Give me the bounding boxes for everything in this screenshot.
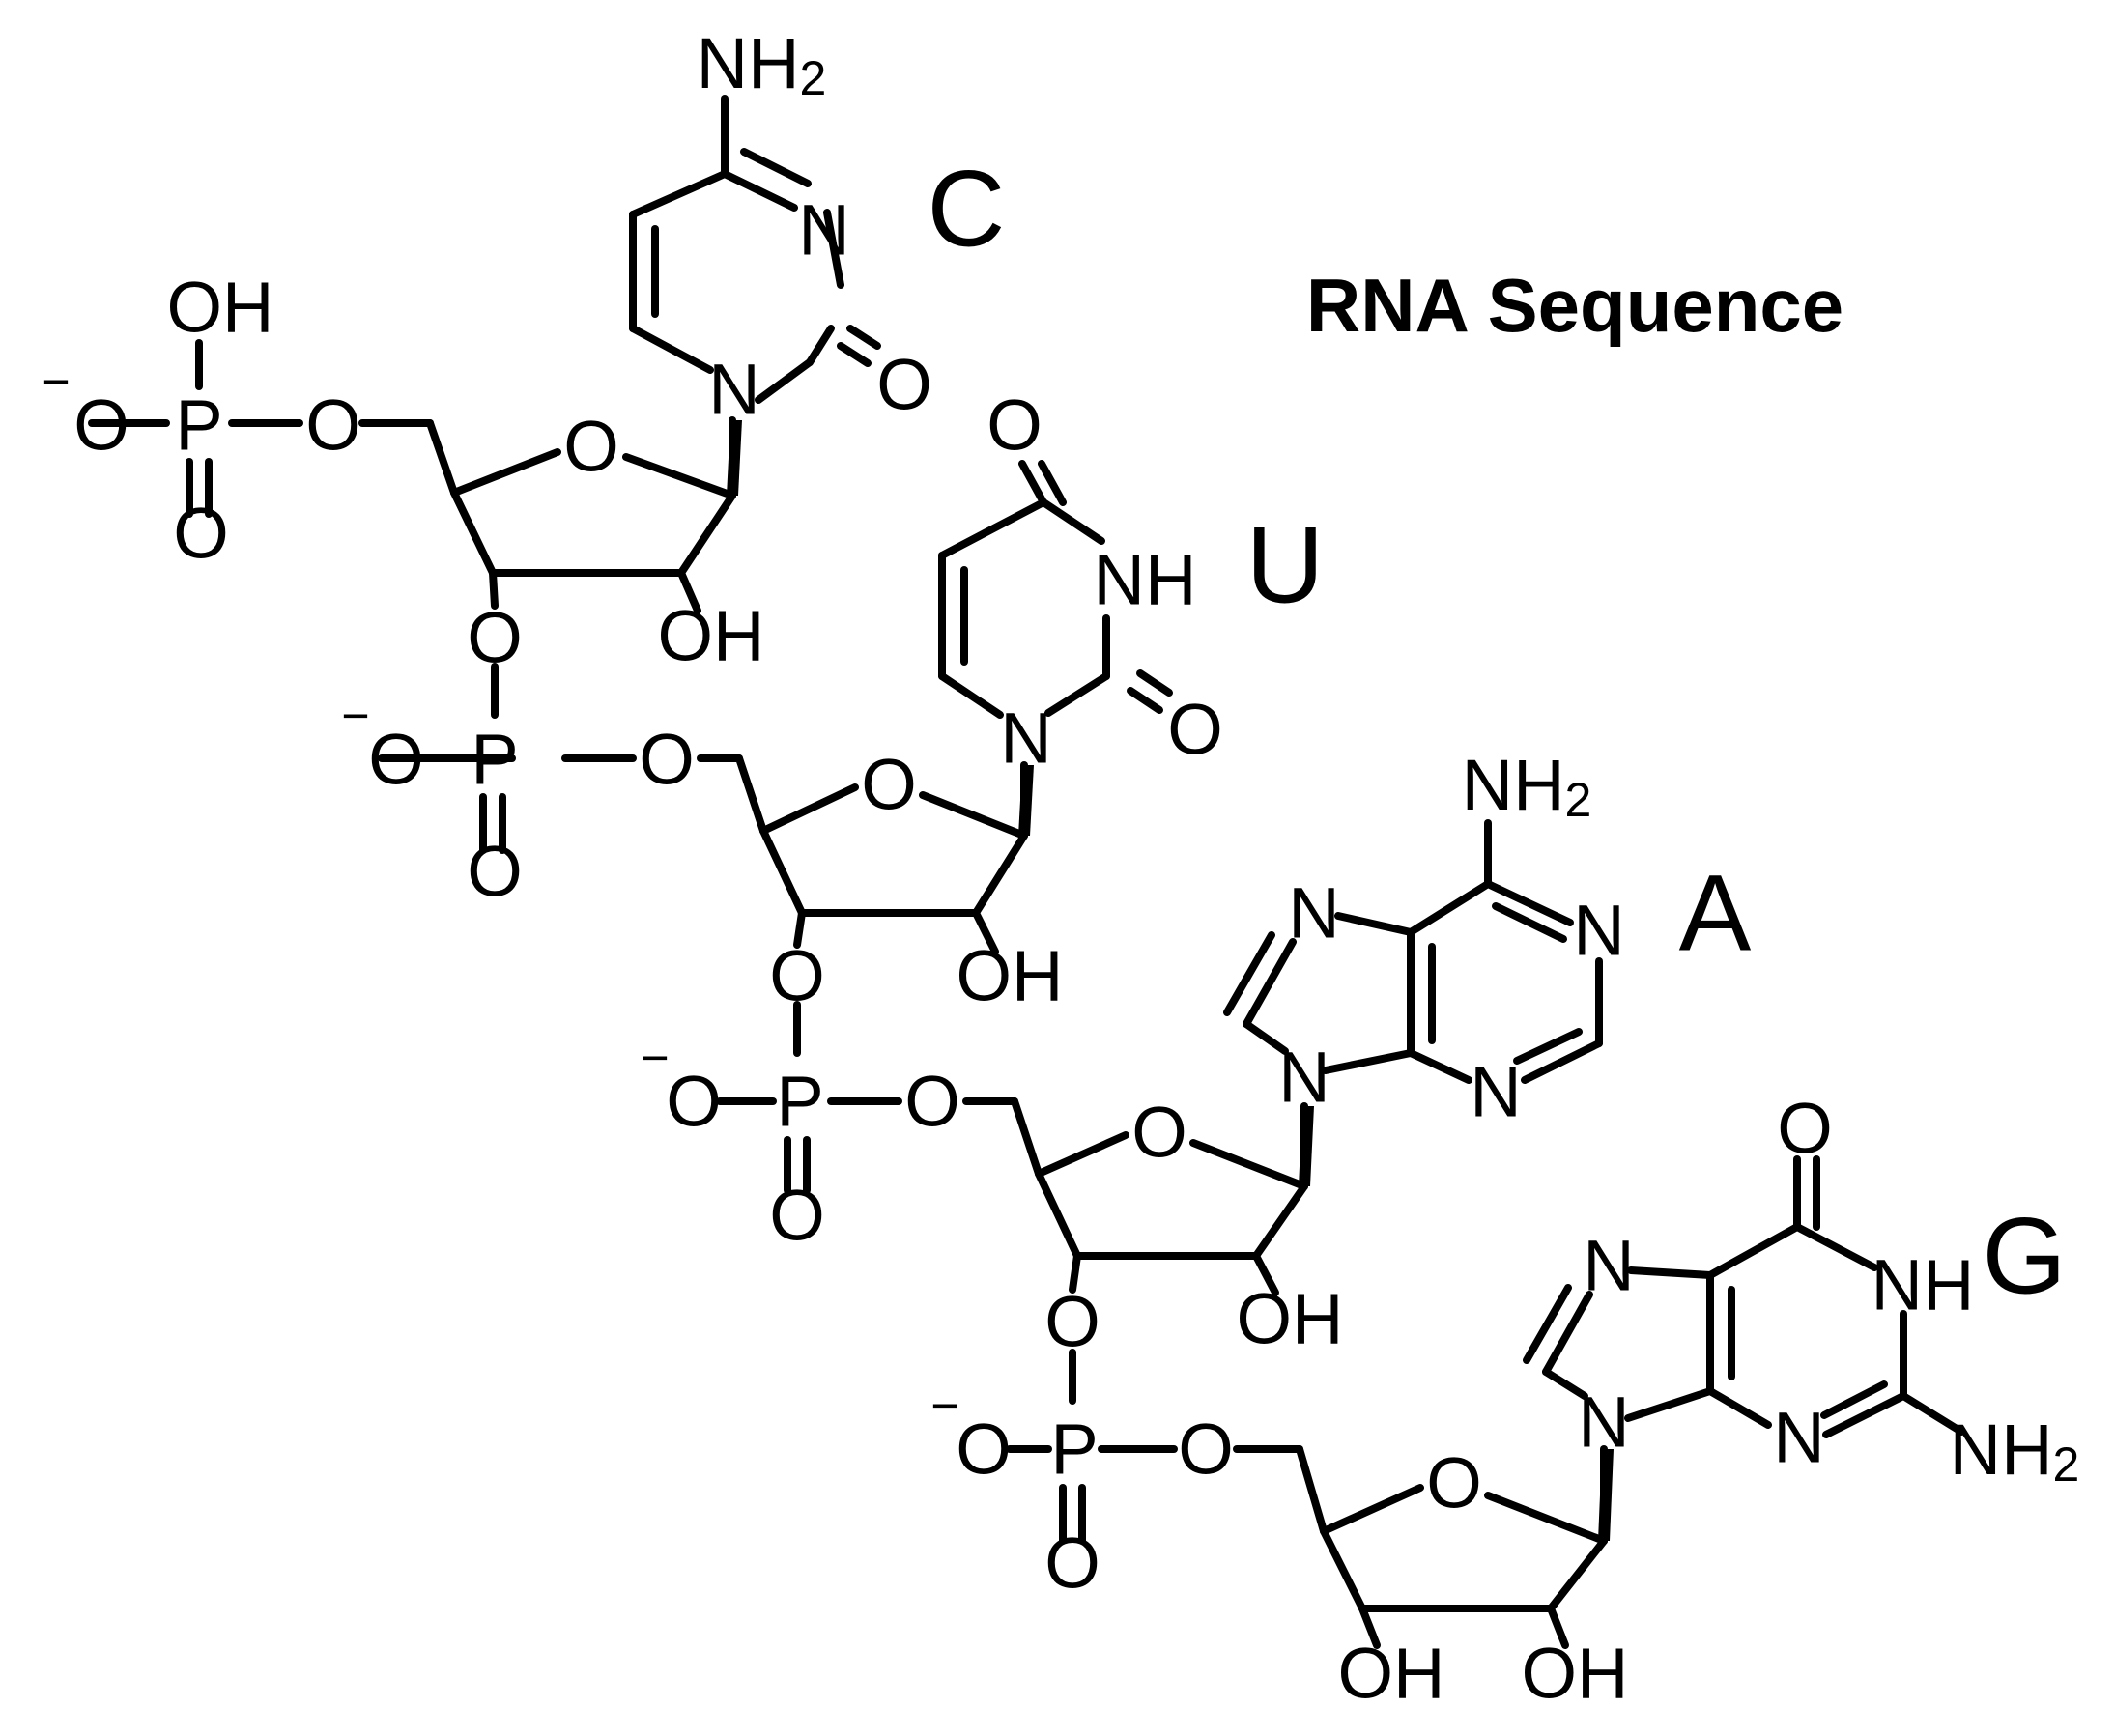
atom-label-oxygen: O	[1131, 1093, 1187, 1173]
charge-symbol: −	[341, 689, 369, 743]
atom-label-oxygen: O	[1178, 1409, 1234, 1490]
nucleotide-label-c: C	[928, 149, 1006, 270]
charge-symbol: −	[641, 1031, 669, 1085]
atom-label-oxygen: O	[467, 598, 523, 678]
atom-label-oxygen: O	[1044, 1282, 1100, 1362]
atom-label-oxygen: O	[1167, 690, 1223, 770]
nucleotide-label-g: G	[1982, 1196, 2066, 1317]
atom-label-nitrogen: N	[708, 350, 759, 430]
charge-symbol: −	[930, 1379, 958, 1433]
atom-label-oxygen: O	[639, 720, 695, 800]
atom-label-hydroxyl: OH	[957, 936, 1064, 1016]
atom-label-imine: NH	[1872, 1245, 1975, 1325]
atom-label-oxygen: O	[1777, 1089, 1833, 1169]
atom-label-oxygen: O	[305, 385, 361, 466]
atom-label-oxygen: O	[73, 385, 129, 466]
atom-label-hydroxyl: OH	[658, 596, 765, 676]
atom-label-oxygen: O	[876, 345, 932, 425]
atom-label-oxygen: O	[769, 936, 825, 1016]
atom-label-oxygen: O	[666, 1062, 722, 1142]
atom-label-hydroxyl: OH	[1522, 1634, 1629, 1714]
atom-label-phosphorus: P	[776, 1062, 823, 1142]
nucleotide-label-u: U	[1246, 505, 1325, 626]
atom-label-nitrogen: N	[1578, 1382, 1629, 1463]
amine-label: NH2	[1462, 745, 1592, 828]
atom-label-hydroxyl: OH	[1237, 1279, 1344, 1359]
atom-label-nitrogen: N	[1470, 1052, 1521, 1132]
atom-label-oxygen: O	[1044, 1523, 1100, 1604]
atom-label-oxygen: O	[769, 1176, 825, 1256]
amine-label: NH2	[697, 23, 827, 106]
atom-label-oxygen: O	[563, 407, 619, 487]
atom-label-oxygen: O	[956, 1409, 1012, 1490]
charge-symbol: −	[42, 355, 70, 409]
atom-label-nitrogen: N	[1583, 1226, 1634, 1306]
atom-label-oxygen: O	[861, 745, 917, 825]
atom-label-phosphorus: P	[175, 385, 222, 466]
atom-label-nitrogen: N	[1288, 873, 1339, 953]
atom-label-nitrogen: N	[1773, 1398, 1824, 1478]
amine-label: NH2	[1950, 1409, 2080, 1493]
atom-label-phosphorus: P	[471, 720, 518, 800]
bonds	[88, 95, 1965, 1649]
diagram-title: RNA Sequence	[1306, 263, 1843, 348]
atom-label-oxygen: O	[467, 832, 523, 912]
nucleotide-label-a: A	[1679, 853, 1752, 974]
atom-label-imine: NH	[1094, 540, 1197, 620]
atom-label-hydroxyl: OH	[167, 268, 274, 348]
stereo-wedges	[727, 420, 1614, 1541]
atom-label-oxygen: O	[986, 385, 1043, 466]
atom-label-phosphorus: P	[1050, 1409, 1098, 1490]
atom-label-nitrogen: N	[1278, 1038, 1329, 1118]
atom-label-oxygen: O	[1426, 1443, 1482, 1523]
atom-label-oxygen: O	[368, 720, 424, 800]
atom-label-nitrogen: N	[798, 190, 849, 270]
atom-label-oxygen: O	[173, 494, 229, 574]
atom-label-hydroxyl: OH	[1338, 1634, 1445, 1714]
atom-label-nitrogen: N	[1000, 698, 1051, 779]
atom-label-oxygen: O	[904, 1062, 960, 1142]
atom-label-nitrogen: N	[1573, 891, 1624, 971]
